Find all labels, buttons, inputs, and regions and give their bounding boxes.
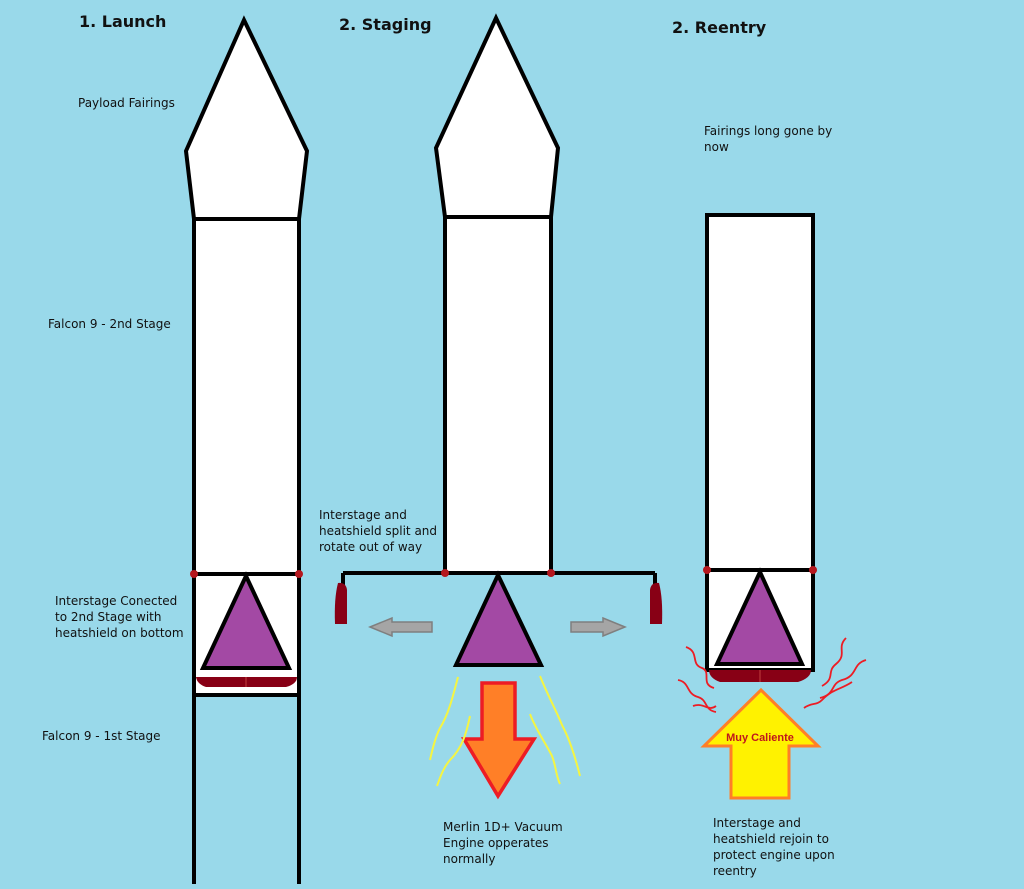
label-interstage-rejoin: Interstage and heatshield rejoin to prot… [713,816,835,878]
muy-caliente-label: Muy Caliente [726,732,794,744]
launch-payload-fairing [183,15,310,221]
staging-second-stage [443,215,553,575]
reentry-joint-right [809,566,817,574]
label-interstage-split: Interstage and heatshield split and rota… [319,508,438,554]
staging-move-right-arrow [570,616,627,638]
launch-rocket [183,15,310,884]
launch-joint-right [295,570,303,578]
staging-move-left-arrow [368,616,433,638]
reentry-joint-left [703,566,711,574]
staging-joint-right [547,569,555,577]
staging-payload-fairing [433,13,561,219]
reentry-heat-arrow [700,687,822,800]
reentry-engine [713,567,806,666]
label-merlin-engine: Merlin 1D+ Vacuum Engine opperates norma… [443,820,563,866]
staging-heatshield-left [334,582,347,624]
title-staging: 2. Staging [339,15,432,34]
launch-second-stage [192,217,301,576]
staging-engine [452,570,545,667]
reentry-rocket: Muy Caliente [677,213,867,800]
staging-joint-left [441,569,449,577]
title-launch: 1. Launch [79,12,167,31]
launch-engine [199,571,293,670]
staging-thrust-arrow [460,681,538,800]
label-interstage-connected: Interstage Conected to 2nd Stage with he… [55,594,184,640]
title-reentry: 2. Reentry [672,18,767,37]
staging-heatshield-right [650,582,663,624]
reentry-heat-lines [677,637,867,713]
label-payload-fairings: Payload Fairings [78,96,175,110]
reentry-second-stage [705,213,815,572]
staging-rocket [334,13,663,800]
label-first-stage: Falcon 9 - 1st Stage [42,729,161,743]
label-fairings-gone: Fairings long gone by now [704,124,833,154]
launch-joint-left [190,570,198,578]
staging-exhaust-lines [429,675,581,787]
label-second-stage: Falcon 9 - 2nd Stage [48,317,171,331]
